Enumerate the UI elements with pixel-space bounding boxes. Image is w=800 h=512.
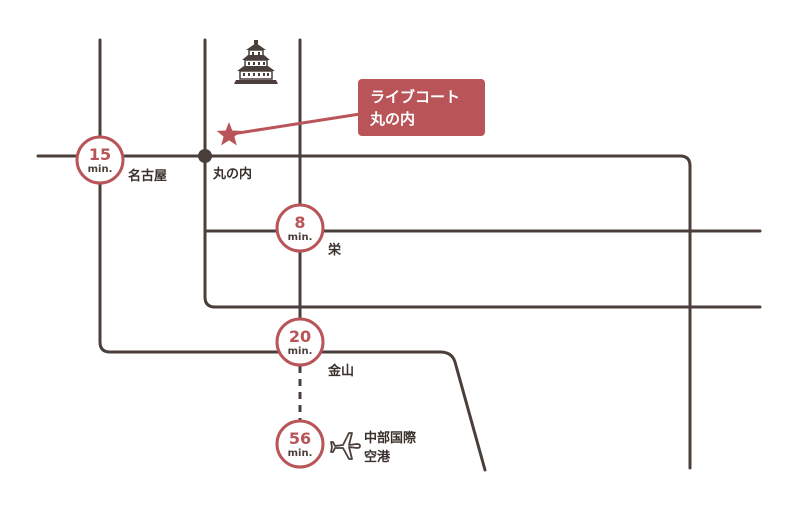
callout-leader-line: [231, 112, 361, 136]
travel-minutes-sakae: 8: [294, 213, 305, 232]
station-badge-sakae: 8 min.: [275, 203, 325, 253]
station-label-marunouchi: 丸の内: [212, 166, 252, 182]
travel-unit-kanayama: min.: [288, 346, 313, 357]
travel-minutes-airport: 56: [289, 429, 311, 448]
castle-icon: [234, 40, 278, 84]
destination-star-marker: [216, 122, 242, 146]
rail-line-left-loop: [98, 38, 487, 472]
station-label-airport-line2: 空港: [364, 449, 391, 465]
airplane-icon: [330, 432, 361, 460]
station-label-airport-line1: 中部国際: [364, 430, 417, 446]
station-badge-kanayama: 20 min.: [275, 317, 325, 367]
destination-name-line2: 丸の内: [369, 110, 415, 128]
travel-unit-airport: min.: [288, 448, 313, 459]
travel-minutes-nagoya: 15: [89, 145, 111, 164]
station-label-sakae: 栄: [327, 242, 342, 258]
travel-unit-sakae: min.: [288, 232, 313, 243]
station-dot-marunouchi: [198, 149, 212, 163]
station-label-nagoya: 名古屋: [128, 168, 167, 184]
station-badge-airport: 56 min.: [275, 419, 325, 469]
destination-name-line1: ライブコート: [370, 88, 460, 106]
destination-callout: ライブコート 丸の内: [358, 79, 485, 136]
rail-line-marunouchi-vertical: [203, 38, 762, 309]
travel-unit-nagoya: min.: [88, 164, 113, 175]
travel-minutes-kanayama: 20: [289, 327, 311, 346]
station-badge-nagoya: 15 min.: [75, 135, 125, 185]
star-icon: [216, 122, 242, 146]
rail-line-horizontal-top: [36, 154, 692, 470]
station-label-kanayama: 金山: [327, 363, 354, 379]
